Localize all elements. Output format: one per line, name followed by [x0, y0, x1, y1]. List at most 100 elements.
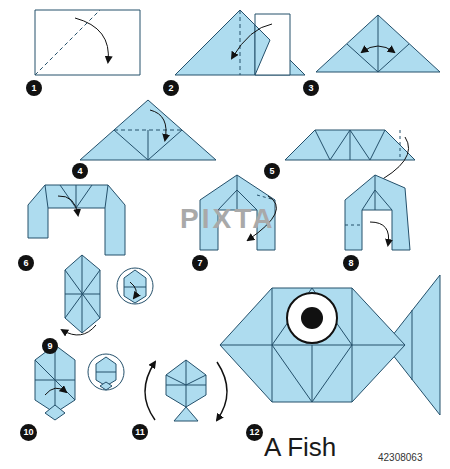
step-number-badge: 9 [42, 338, 58, 354]
step11-paper [145, 360, 227, 421]
step9-paper-part [65, 270, 100, 318]
step-number-badge: 4 [72, 163, 88, 179]
step5-paper-part [350, 130, 370, 160]
step9-paper [62, 255, 153, 335]
step9-paper-part [117, 268, 153, 304]
step11-paper-part [166, 360, 206, 407]
step2-paper-part [240, 10, 241, 75]
step-number-badge: 6 [18, 255, 34, 271]
finished-fish-part [312, 345, 313, 402]
step8-paper-part [370, 222, 389, 245]
step4-paper [80, 100, 216, 160]
step8-paper [345, 175, 410, 250]
step-number-badge: 8 [343, 255, 359, 271]
step2-paper [175, 10, 305, 75]
step3-paper-part [378, 44, 409, 72]
step5-paper [285, 130, 415, 185]
step1-paper-part [75, 18, 108, 62]
step4-paper-part [114, 130, 182, 131]
finished-fish-part [301, 307, 323, 329]
step2-paper-part [175, 10, 305, 75]
step-number-badge: 10 [20, 424, 37, 441]
step8-paper-part [375, 190, 392, 210]
step-number: 4 [77, 167, 82, 176]
step5-paper-part [350, 130, 351, 160]
step-number: 6 [23, 259, 28, 268]
origami-illustration-part [28, 10, 440, 421]
step-number: 10 [23, 428, 33, 437]
step-number: 3 [308, 84, 313, 93]
step10-paper-part [45, 388, 66, 395]
step11-paper-part [217, 362, 227, 420]
step-number: 2 [168, 84, 173, 93]
step5-paper-part [330, 130, 350, 160]
step5-paper-part [285, 130, 415, 160]
step6-paper-part [76, 185, 92, 208]
step11-paper-part [186, 360, 187, 407]
step2-paper-part [232, 24, 272, 58]
finished-fish-part [287, 293, 337, 343]
step9-paper-part [62, 325, 96, 335]
step5-paper-part [315, 130, 330, 160]
step-number-badge: 3 [303, 80, 319, 96]
finished-fish-part [272, 345, 312, 402]
step9-paper-part [65, 294, 100, 295]
step2-paper-part [255, 14, 290, 75]
step-number: 1 [31, 84, 36, 93]
step4-paper-part [150, 110, 166, 140]
step8-paper-part [345, 225, 362, 226]
finished-fish-part [312, 345, 352, 402]
step5-paper-part [370, 130, 385, 160]
step10-paper-part [100, 382, 112, 390]
step4-paper-part [148, 130, 182, 160]
step10-paper-part [35, 345, 75, 413]
step-number-badge: 7 [192, 255, 208, 271]
step4-paper-part [80, 100, 216, 160]
step11-paper-part [174, 407, 198, 421]
step6-paper-part [28, 185, 125, 255]
step1-paper-part [35, 10, 100, 75]
step11-paper-part [166, 375, 186, 385]
step3-paper-part [362, 46, 394, 52]
step11-paper-part [145, 362, 155, 420]
step9-paper-part [65, 255, 100, 333]
step-number: 9 [47, 342, 52, 351]
step3-paper-part [347, 44, 378, 72]
step-number-badge: 2 [163, 80, 179, 96]
step10-paper-part [88, 354, 124, 390]
step8-paper-part [375, 175, 376, 210]
step6-paper-part [45, 185, 48, 208]
step-number: 7 [197, 259, 202, 268]
step4-paper-part [114, 130, 148, 160]
step1-paper [35, 10, 140, 75]
finished-fish-part [220, 288, 405, 402]
step-number: 12 [249, 428, 259, 437]
step3-paper-part [378, 15, 379, 72]
step8-paper-part [362, 190, 375, 210]
step-number: 5 [269, 167, 274, 176]
step-number-badge: 5 [264, 163, 280, 179]
watermark: PIXTA [180, 203, 275, 235]
step6-paper-part [58, 196, 78, 215]
image-id: 42308063 [378, 452, 423, 463]
fish-title: A Fish [264, 432, 336, 463]
step2-paper-part [255, 25, 270, 75]
step10-paper-part [35, 360, 75, 400]
step3-paper [316, 15, 440, 72]
step9-paper-part [130, 282, 136, 298]
step6-paper-part [76, 185, 77, 208]
finished-fish-part [412, 310, 413, 380]
step10-paper [35, 345, 124, 420]
step-number: 8 [348, 259, 353, 268]
step10-paper-part [96, 372, 116, 373]
step4-paper-part [148, 130, 149, 160]
step-number-badge: 11 [132, 424, 148, 440]
step3-paper-part [316, 15, 440, 72]
step-number-badge: 12 [246, 424, 263, 441]
step9-paper-part [124, 270, 146, 303]
step6-paper-part [105, 185, 108, 208]
step6-paper [28, 185, 125, 255]
finished-fish [220, 275, 440, 415]
